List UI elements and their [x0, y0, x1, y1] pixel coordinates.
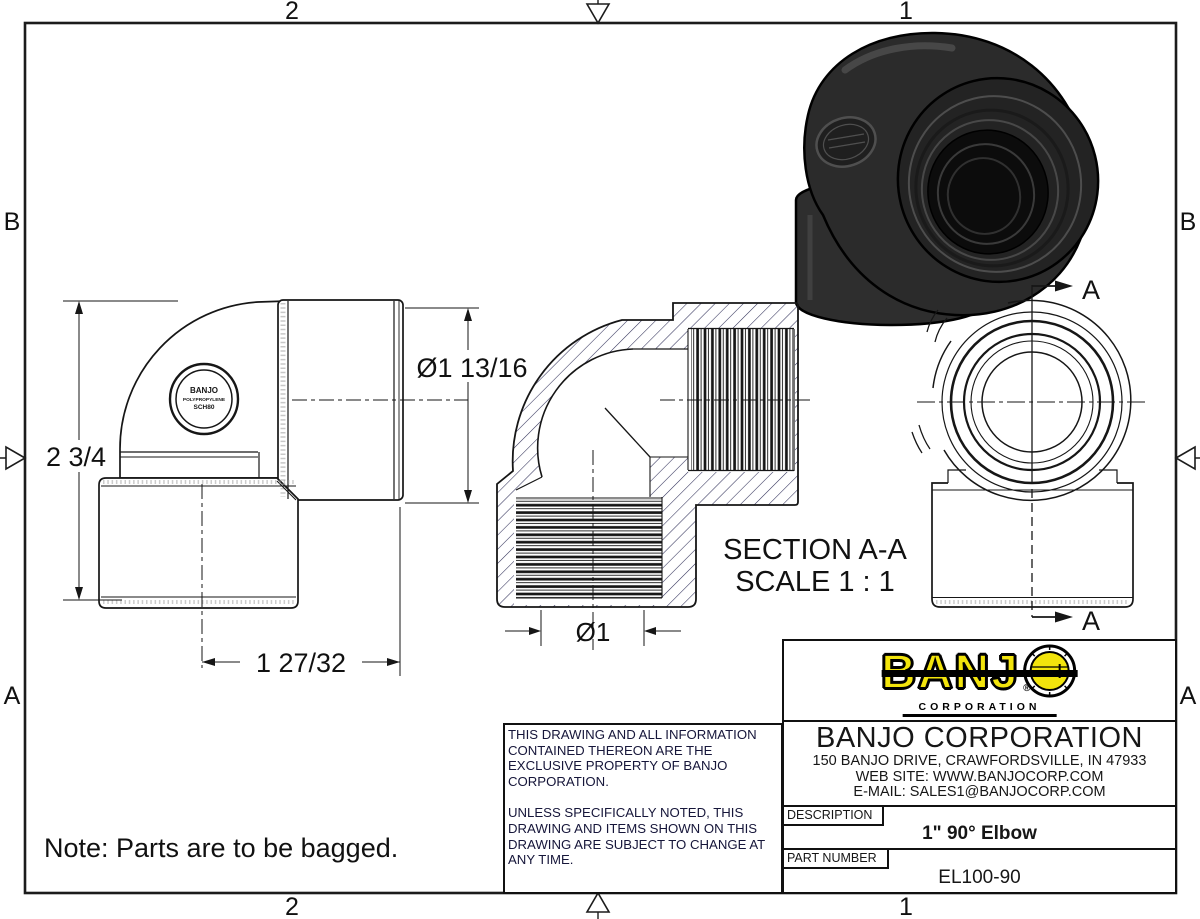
- section-dim-thread: Ø1: [505, 610, 681, 647]
- stamp-line1: BANJO: [190, 386, 218, 395]
- company-logo: BANJ: [784, 641, 1175, 722]
- dim-offset: 1 27/32: [256, 648, 346, 678]
- title-block: BANJ: [782, 639, 1177, 894]
- section-view: Ø1 SECTION A-A SCALE 1 : 1: [496, 302, 908, 650]
- zone-label-left-A: A: [4, 682, 21, 710]
- logo-subtitle: CORPORATION: [902, 701, 1057, 717]
- stamp-line2: POLYPROPYLENE: [183, 397, 226, 403]
- iso-stamp: [815, 116, 877, 168]
- company-website: WEB SITE: WWW.BANJOCORP.COM: [855, 768, 1104, 785]
- company-address: 150 BANJO DRIVE, CRAWFORDSVILLE, IN 4793…: [812, 753, 1147, 769]
- isometric-view: [794, 31, 1100, 327]
- banjo-neck-bar: [881, 670, 1078, 677]
- dim-height: 2 3/4: [46, 442, 106, 472]
- zone-label-left-B: B: [4, 208, 21, 236]
- front-view: [98, 299, 468, 668]
- description-label: DESCRIPTION: [784, 807, 885, 826]
- zone-label-bottom-2: 2: [285, 893, 299, 919]
- legal-paragraph-2: UNLESS SPECIFICALLY NOTED, THIS DRAWING …: [508, 805, 765, 868]
- dim-thread-diameter: Ø1: [576, 617, 611, 647]
- zone-marker-right: [1174, 445, 1196, 471]
- section-cut-label-bottom: A: [1082, 606, 1100, 636]
- top-view: A A: [911, 275, 1148, 636]
- stamp-line3: SCH80: [194, 404, 215, 411]
- legal-paragraph-1: THIS DRAWING AND ALL INFORMATION CONTAIN…: [508, 727, 757, 789]
- dim-port-diameter: Ø1 13/16: [416, 353, 527, 383]
- section-cut-label-top: A: [1082, 275, 1100, 305]
- zone-label-right-B: B: [1180, 208, 1197, 236]
- description-row: DESCRIPTION 1" 90° Elbow: [784, 807, 1175, 850]
- zone-label-top-2: 2: [285, 0, 299, 25]
- part-number-row: PART NUMBER EL100-90: [784, 850, 1175, 892]
- section-scale: SCALE 1 : 1: [735, 566, 895, 598]
- zone-marker-left: [5, 445, 27, 471]
- zone-label-right-A: A: [1180, 682, 1197, 710]
- zone-label-top-1: 1: [899, 0, 913, 25]
- bagging-note: Note: Parts are to be bagged.: [44, 833, 399, 863]
- legal-notice: THIS DRAWING AND ALL INFORMATION CONTAIN…: [503, 723, 783, 894]
- zone-marker-bottom: [585, 891, 611, 913]
- company-email: E-MAIL: SALES1@BANJOCORP.COM: [853, 784, 1106, 800]
- zone-label-bottom-1: 1: [899, 893, 913, 919]
- material-stamp: [168, 362, 240, 436]
- description-value: 1" 90° Elbow: [922, 823, 1037, 844]
- company-name: BANJO CORPORATION: [816, 722, 1143, 754]
- part-number-value: EL100-90: [938, 867, 1021, 888]
- registered-mark: ®: [1023, 683, 1031, 694]
- part-number-label: PART NUMBER: [784, 850, 889, 869]
- zone-marker-top: [585, 3, 611, 25]
- company-info: BANJO CORPORATION 150 BANJO DRIVE, CRAWF…: [784, 722, 1175, 807]
- material-stamp-text: BANJO POLYPROPYLENE SCH80: [183, 386, 226, 411]
- section-title: SECTION A-A: [723, 534, 907, 566]
- front-view-dimensions: 2 3/4 Ø1 13/16 1 27/32: [42, 300, 534, 678]
